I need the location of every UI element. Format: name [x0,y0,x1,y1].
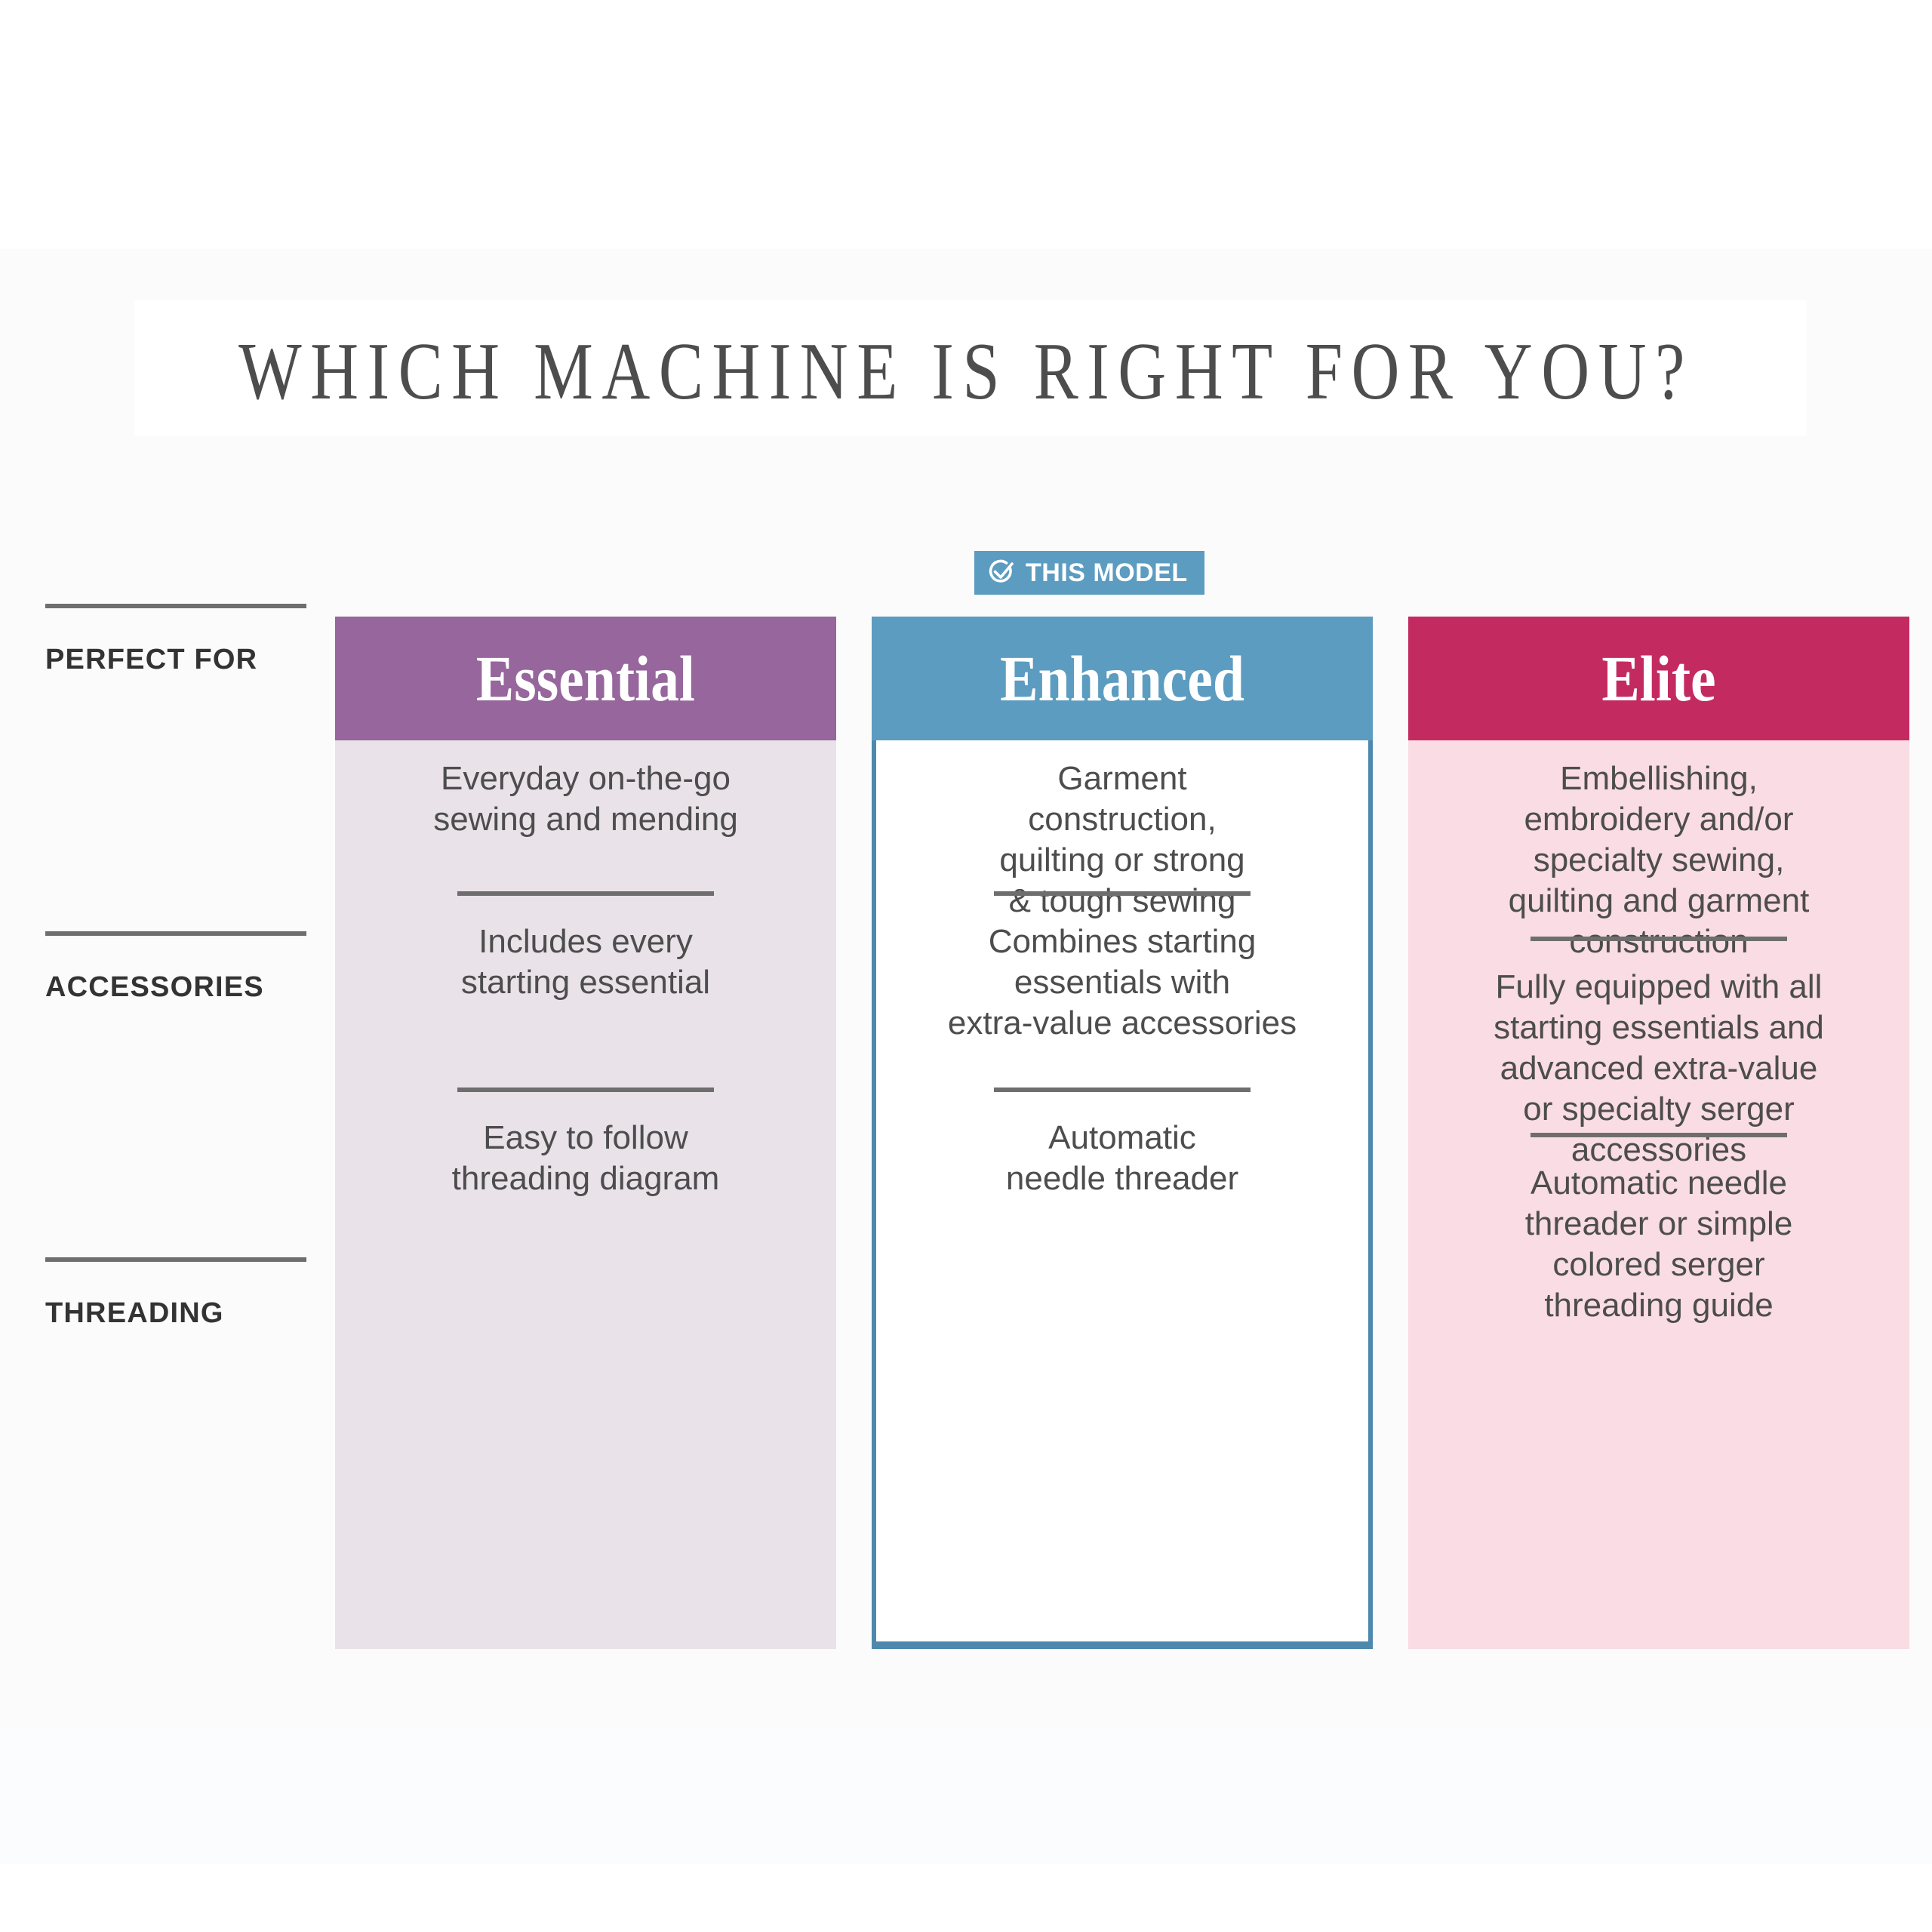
row-label-accessories: ACCESSORIES [45,931,306,1004]
row-label-perfect-for: PERFECT FOR [45,604,306,676]
cell-text: Embellishing, embroidery and/or specialt… [1508,760,1810,960]
row-label-divider [45,931,306,936]
cell-accessories: Combines starting essentials with extra-… [876,891,1368,1044]
row-label-text: PERFECT FOR [45,644,258,675]
cell-threading: Automatic needle threader [876,1088,1368,1199]
cell-perfect-for: Embellishing, embroidery and/or specialt… [1408,758,1909,962]
plan-body-essential: Everyday on-the-go sewing and mending In… [335,740,836,1649]
row-label-text: ACCESSORIES [45,971,264,1003]
plan-header-essential: Essential [335,617,836,740]
plan-column-elite[interactable]: Elite Embellishing, embroidery and/or sp… [1408,617,1909,1649]
this-model-badge: THIS MODEL [974,551,1204,595]
cell-divider [994,891,1251,896]
cell-accessories: Includes every starting essential [335,891,836,1003]
cell-threading: Automatic needle threader or simple colo… [1408,1133,1909,1326]
plan-body-elite: Embellishing, embroidery and/or specialt… [1408,740,1909,1649]
row-label-threading: THREADING [45,1257,306,1330]
cell-divider [1531,937,1787,941]
cell-divider [457,891,714,896]
row-label-divider [45,1257,306,1262]
title-backdrop [134,300,1807,436]
plan-body-enhanced: Garment construction, quilting or strong… [872,740,1373,1649]
cell-text: Garment construction, quilting or strong… [999,760,1245,919]
cell-divider [457,1088,714,1092]
cell-text: Everyday on-the-go sewing and mending [433,760,738,838]
cell-perfect-for: Garment construction, quilting or strong… [876,758,1368,921]
plan-name: Elite [1601,642,1716,715]
plan-name: Enhanced [1000,642,1244,715]
background-band-lower [0,1728,1932,1864]
row-label-text: THREADING [45,1297,224,1329]
cell-text: Includes every starting essential [460,923,711,1001]
check-circle-icon [989,559,1014,583]
row-label-divider [45,604,306,608]
plan-name: Essential [475,642,696,715]
cell-accessories: Fully equipped with all starting essenti… [1408,937,1909,1171]
plan-column-enhanced[interactable]: Enhanced Garment construction, quilting … [872,617,1373,1649]
plan-header-enhanced: Enhanced [872,617,1373,740]
cell-divider [1531,1133,1787,1137]
plan-column-essential[interactable]: Essential Everyday on-the-go sewing and … [335,617,836,1649]
cell-text: Easy to follow threading diagram [451,1119,720,1197]
cell-threading: Easy to follow threading diagram [335,1088,836,1199]
page-title: WHICH MACHINE IS RIGHT FOR YOU? [238,327,1694,417]
cell-text: Automatic needle threader [1005,1119,1239,1197]
this-model-badge-label: THIS MODEL [1026,558,1188,587]
cell-text: Automatic needle threader or simple colo… [1524,1164,1793,1324]
cell-divider [994,1088,1251,1092]
cell-perfect-for: Everyday on-the-go sewing and mending [335,758,836,840]
cell-text: Fully equipped with all starting essenti… [1494,968,1824,1168]
cell-text: Combines starting essentials with extra-… [947,923,1297,1041]
plan-header-elite: Elite [1408,617,1909,740]
